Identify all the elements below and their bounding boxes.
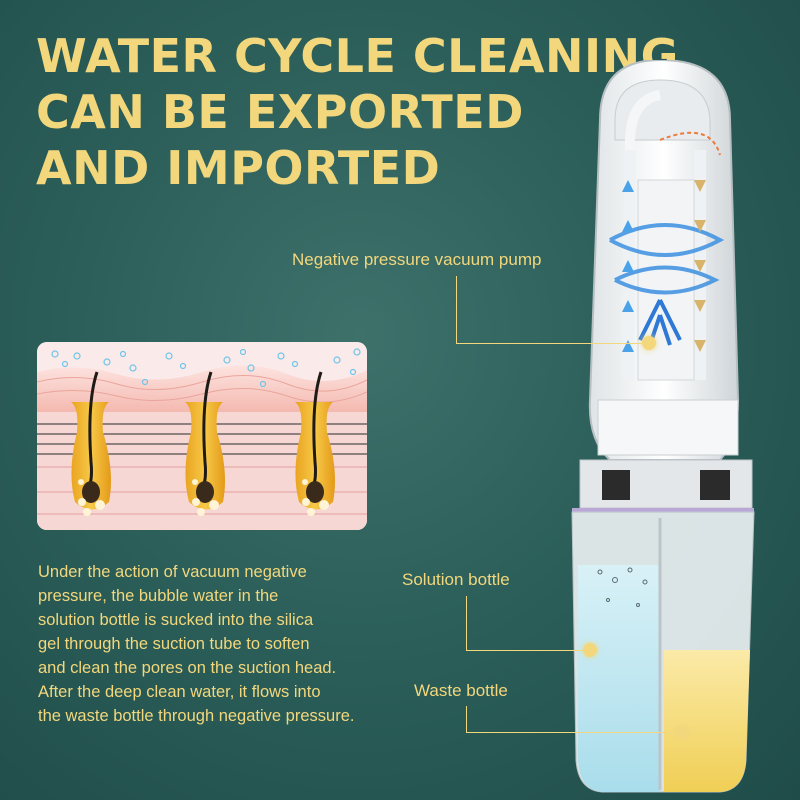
- description-line: solution bottle is sucked into the silic…: [38, 611, 314, 629]
- callout-vacuum-pump-line: [456, 343, 646, 344]
- callout-solution-bottle-line: [466, 650, 586, 651]
- description-line: pressure, the bubble water in the: [38, 587, 279, 605]
- follicle-group-1: [71, 371, 111, 516]
- description-line: and clean the pores on the suction head.: [38, 659, 337, 677]
- callout-waste-bottle-label: Waste bottle: [414, 681, 508, 700]
- device-graphic: [571, 58, 755, 793]
- callout-waste-bottle-line: [466, 706, 467, 732]
- callout-vacuum-pump-line: [456, 276, 457, 344]
- callout-solution-bottle-line: [466, 596, 467, 650]
- headline-line-1: WATER CYCLE CLEANING: [36, 29, 679, 83]
- headline: WATER CYCLE CLEANING CAN BE EXPORTED AND…: [36, 28, 679, 196]
- callout-solution-bottle-label: Solution bottle: [402, 570, 510, 589]
- follicle-group-2: [185, 371, 225, 516]
- skin-follicle-illustration: [37, 342, 367, 530]
- description-text: Under the action of vacuum negative pres…: [38, 560, 418, 728]
- callout-waste-bottle-line: [466, 732, 678, 733]
- headline-line-2: CAN BE EXPORTED: [36, 85, 524, 139]
- description-line: the waste bottle through negative pressu…: [38, 707, 355, 725]
- follicle-group-3: [295, 371, 335, 516]
- description-line: gel through the suction tube to soften: [38, 635, 310, 653]
- callout-vacuum-pump-label: Negative pressure vacuum pump: [292, 250, 542, 269]
- description-line: After the deep clean water, it flows int…: [38, 683, 321, 701]
- callout-solution-bottle-marker: [583, 643, 597, 657]
- callout-vacuum-pump-marker: [642, 336, 656, 350]
- headline-line-3: AND IMPORTED: [36, 141, 441, 195]
- callout-waste-bottle-marker: [675, 725, 689, 739]
- description-line: Under the action of vacuum negative: [38, 563, 307, 581]
- cleaning-device-illustration: [560, 58, 760, 795]
- skin-cross-section-graphic: [37, 342, 367, 530]
